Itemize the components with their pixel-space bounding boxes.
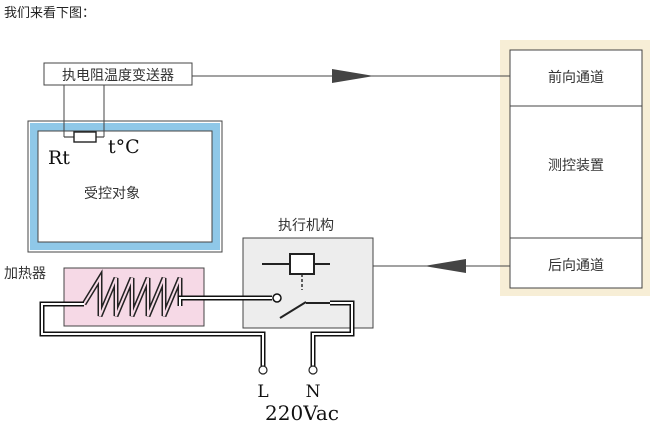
backward-signal [373, 259, 510, 273]
switch-pivot-icon [272, 293, 282, 303]
forward-signal [192, 69, 510, 83]
controller-box [509, 49, 643, 289]
terminal-l-icon [258, 365, 268, 375]
heater: 加热器 [4, 266, 205, 327]
forward-channel-label: 前向通道 [548, 69, 604, 86]
terminal-l-label: L [257, 382, 268, 402]
relay-coil-icon [289, 253, 315, 275]
sensor-temp-label: t°C [108, 136, 140, 158]
heater-label: 加热器 [4, 266, 46, 282]
controller-device: 前向通道 测控装置 后向通道 [500, 40, 650, 296]
terminal-n-icon [308, 365, 318, 375]
supply-voltage-label: 220Vac [265, 401, 339, 425]
controlled-object-border [30, 123, 220, 250]
transmitter-box [43, 62, 193, 86]
controlled-object-inner [37, 130, 213, 243]
terminal-n-label: N [306, 382, 321, 402]
power-wiring [39, 293, 355, 366]
backward-channel-label: 后向通道 [548, 258, 604, 274]
backward-arrow-icon [424, 259, 466, 273]
resistor-icon [73, 131, 97, 143]
controlled-object-label: 受控对象 [84, 186, 140, 202]
control-device-label: 测控装置 [548, 158, 604, 174]
relay-switch-icon [279, 301, 307, 319]
power-terminals: L N 220Vac [257, 365, 339, 425]
transmitter: 执电阻温度变送器 [43, 62, 193, 86]
controlled-object: 受控对象 [27, 120, 223, 253]
forward-arrow-icon [332, 69, 374, 83]
intro-text: 我们来看下图： [4, 6, 96, 21]
transmitter-label: 执电阻温度变送器 [62, 68, 174, 84]
actuator-label: 执行机构 [278, 218, 334, 234]
sensor-rt-label: Rt [48, 147, 70, 169]
rtd-sensor: Rt t°C [48, 85, 140, 169]
